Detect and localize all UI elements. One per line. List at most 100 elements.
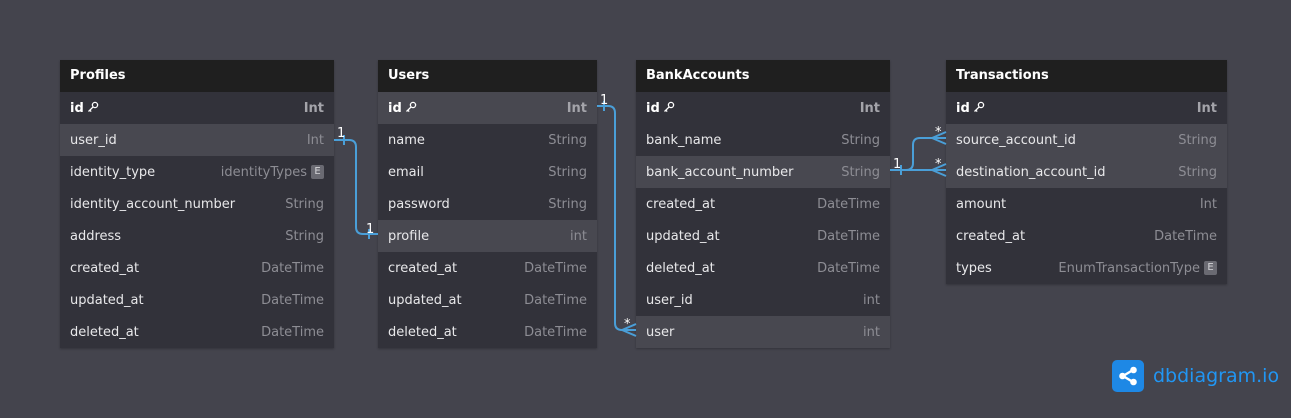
field-type: Int bbox=[566, 100, 587, 116]
field-name: types bbox=[956, 260, 992, 276]
key-icon bbox=[973, 101, 985, 112]
field-type: identityTypes bbox=[220, 164, 307, 180]
field-row[interactable]: updated_at DateTime bbox=[60, 284, 334, 316]
field-row[interactable]: password String bbox=[378, 188, 597, 220]
field-type: Int bbox=[1199, 196, 1217, 212]
table-header[interactable]: BankAccounts bbox=[636, 60, 890, 92]
field-name: user_id bbox=[646, 292, 693, 308]
enum-badge: E bbox=[311, 165, 324, 179]
field-type: String bbox=[1178, 164, 1217, 180]
field-type: DateTime bbox=[524, 260, 587, 276]
field-row[interactable]: identity_type identityTypes E bbox=[60, 156, 334, 188]
field-name: identity_type bbox=[70, 164, 156, 180]
field-row[interactable]: updated_at DateTime bbox=[636, 220, 890, 252]
field-name: user bbox=[646, 324, 675, 340]
field-type: String bbox=[841, 132, 880, 148]
field-name-wrap: id bbox=[646, 101, 675, 116]
field-row[interactable]: created_at DateTime bbox=[60, 252, 334, 284]
field-name: created_at bbox=[388, 260, 458, 276]
field-row[interactable]: id Int bbox=[60, 92, 334, 124]
table-bankaccounts[interactable]: BankAccounts id Int bank_name String ban… bbox=[636, 60, 890, 348]
field-name: identity_account_number bbox=[70, 196, 236, 212]
field-name: email bbox=[388, 164, 424, 180]
brand-logo[interactable]: dbdiagram.io bbox=[1112, 360, 1279, 392]
enum-badge: E bbox=[1204, 261, 1217, 275]
field-row[interactable]: bank_name String bbox=[636, 124, 890, 156]
field-row[interactable]: updated_at DateTime bbox=[378, 284, 597, 316]
field-row[interactable]: deleted_at DateTime bbox=[636, 252, 890, 284]
field-type: Int bbox=[303, 100, 324, 116]
field-row[interactable]: source_account_id String bbox=[946, 124, 1227, 156]
field-row[interactable]: profile int bbox=[378, 220, 597, 252]
field-name: updated_at bbox=[70, 292, 144, 308]
field-row[interactable]: address String bbox=[60, 220, 334, 252]
field-type: Int bbox=[859, 100, 880, 116]
field-type: DateTime bbox=[817, 196, 880, 212]
field-name: id bbox=[956, 100, 970, 116]
field-name: id bbox=[646, 100, 660, 116]
field-row[interactable]: types EnumTransactionType E bbox=[946, 252, 1227, 284]
cardinality-label: * bbox=[935, 157, 942, 172]
field-name: profile bbox=[388, 228, 430, 244]
field-row[interactable]: user int bbox=[636, 316, 890, 348]
field-name: deleted_at bbox=[70, 324, 139, 340]
field-row[interactable]: created_at DateTime bbox=[378, 252, 597, 284]
table-header[interactable]: Profiles bbox=[60, 60, 334, 92]
field-row[interactable]: amount Int bbox=[946, 188, 1227, 220]
field-name: bank_account_number bbox=[646, 164, 794, 180]
cardinality-label: 1 bbox=[893, 157, 901, 172]
key-icon bbox=[87, 101, 99, 112]
field-name-wrap: id bbox=[956, 101, 985, 116]
share-network-icon bbox=[1112, 360, 1144, 392]
field-type: String bbox=[548, 132, 587, 148]
field-name: updated_at bbox=[646, 228, 720, 244]
field-type: DateTime bbox=[261, 324, 324, 340]
field-row[interactable]: created_at DateTime bbox=[946, 220, 1227, 252]
field-row[interactable]: identity_account_number String bbox=[60, 188, 334, 220]
field-name: user_id bbox=[70, 132, 117, 148]
field-name: name bbox=[388, 132, 425, 148]
field-type: DateTime bbox=[524, 324, 587, 340]
field-row[interactable]: user_id Int bbox=[60, 124, 334, 156]
field-name: bank_name bbox=[646, 132, 722, 148]
field-type: String bbox=[548, 196, 587, 212]
table-transactions[interactable]: Transactions id Int source_account_id St… bbox=[946, 60, 1227, 284]
field-row[interactable]: name String bbox=[378, 124, 597, 156]
field-row[interactable]: user_id int bbox=[636, 284, 890, 316]
field-type: Int bbox=[1196, 100, 1217, 116]
field-name: address bbox=[70, 228, 122, 244]
table-profiles[interactable]: Profiles id Int user_id Int identity_typ… bbox=[60, 60, 334, 348]
field-name-wrap: id bbox=[70, 101, 99, 116]
field-type-wrap: identityTypes E bbox=[221, 165, 324, 180]
relation-bankaccounts-transactions-source bbox=[890, 137, 946, 171]
field-type-wrap: EnumTransactionType E bbox=[1058, 261, 1217, 276]
field-row[interactable]: destination_account_id String bbox=[946, 156, 1227, 188]
field-name: created_at bbox=[956, 228, 1026, 244]
field-type: DateTime bbox=[817, 228, 880, 244]
field-row[interactable]: created_at DateTime bbox=[636, 188, 890, 220]
field-row[interactable]: id Int bbox=[946, 92, 1227, 124]
field-row[interactable]: email String bbox=[378, 156, 597, 188]
field-type: DateTime bbox=[261, 292, 324, 308]
field-row[interactable]: bank_account_number String bbox=[636, 156, 890, 188]
field-row[interactable]: deleted_at DateTime bbox=[378, 316, 597, 348]
relation-profiles-users bbox=[334, 139, 378, 235]
cardinality-label: 1 bbox=[600, 93, 608, 108]
field-name: deleted_at bbox=[646, 260, 715, 276]
field-name: id bbox=[388, 100, 402, 116]
table-header[interactable]: Transactions bbox=[946, 60, 1227, 92]
field-row[interactable]: id Int bbox=[378, 92, 597, 124]
table-header[interactable]: Users bbox=[378, 60, 597, 92]
cardinality-label: 1 bbox=[337, 126, 345, 141]
field-name: source_account_id bbox=[956, 132, 1076, 148]
field-row[interactable]: deleted_at DateTime bbox=[60, 316, 334, 348]
field-type: String bbox=[285, 228, 324, 244]
field-type: EnumTransactionType bbox=[1058, 260, 1200, 276]
cardinality-label: 1 bbox=[366, 222, 374, 237]
field-type: String bbox=[285, 196, 324, 212]
field-type: DateTime bbox=[524, 292, 587, 308]
field-name-wrap: id bbox=[388, 101, 417, 116]
field-row[interactable]: id Int bbox=[636, 92, 890, 124]
table-users[interactable]: Users id Int name String email String pa… bbox=[378, 60, 597, 348]
key-icon bbox=[405, 101, 417, 112]
